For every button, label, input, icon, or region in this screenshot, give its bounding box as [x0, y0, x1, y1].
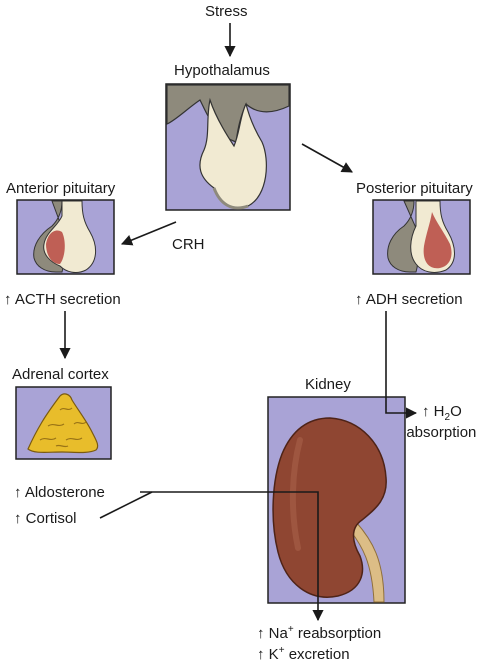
anterior-pituitary-panel	[16, 199, 115, 275]
h2o-prefix: ↑ H	[422, 403, 445, 420]
na-prefix: ↑ Na	[257, 625, 288, 642]
na-reabsorption-label: ↑ Na+ reabsorption	[257, 624, 382, 643]
adh-secretion-label: ↑ ADH secretion	[355, 291, 463, 308]
h2o-reabsorption-label: ↑ H2O	[422, 403, 462, 423]
arrow-hypothalamus-to-posterior	[301, 143, 353, 173]
kidney-label: Kidney	[305, 376, 351, 393]
h2o-suffix: O	[450, 403, 462, 420]
k-suffix: excretion	[284, 646, 350, 663]
h2o-subscript: 2	[444, 412, 451, 423]
kidney-panel	[267, 396, 406, 604]
hypothalamus-panel	[165, 83, 291, 211]
arrow-crh-to-anterior	[120, 221, 177, 246]
reabsorption-label: reabsorption	[393, 424, 477, 441]
arrow-aldosterone-to-na	[140, 491, 324, 622]
k-prefix: ↑ K	[257, 646, 279, 663]
adrenal-cortex-panel	[15, 386, 112, 460]
anterior-pituitary-label: Anterior pituitary	[6, 180, 116, 197]
cortisol-label: ↑ Cortisol	[14, 510, 77, 527]
hypothalamus-label: Hypothalamus	[174, 62, 270, 79]
crh-label: CRH	[172, 236, 205, 253]
stress-label: Stress	[205, 3, 248, 20]
acth-secretion-label: ↑ ACTH secretion	[4, 291, 121, 308]
na-suffix: reabsorption	[293, 625, 382, 642]
aldosterone-label: ↑ Aldosterone	[14, 484, 105, 501]
pathway-arrows	[59, 23, 418, 622]
connector-cortisol	[99, 491, 153, 519]
na-superscript: +	[287, 624, 294, 635]
arrow-adh-to-h2o	[385, 311, 418, 419]
k-superscript: +	[278, 645, 285, 656]
posterior-pituitary-label: Posterior pituitary	[356, 180, 473, 197]
posterior-pituitary-panel	[372, 199, 471, 275]
k-excretion-label: ↑ K+ excretion	[257, 645, 350, 664]
adrenal-cortex-label: Adrenal cortex	[12, 366, 109, 383]
